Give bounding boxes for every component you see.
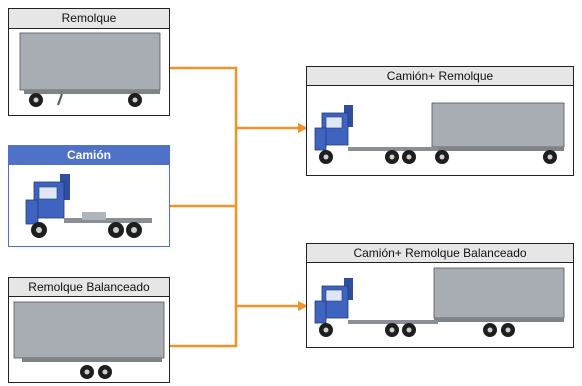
card-title-camion-remolque: Camión+ Remolque bbox=[306, 66, 574, 86]
truck-with-balanced-trailer-illustration bbox=[314, 267, 565, 337]
truck-illustration bbox=[25, 174, 152, 238]
trailer-illustration bbox=[19, 32, 161, 107]
card-title-camion: Camión bbox=[8, 145, 170, 165]
arrowhead-camion-remolque-balanceado bbox=[298, 301, 308, 311]
card-title-camion-remolque-balanceado: Camión+ Remolque Balanceado bbox=[306, 243, 574, 263]
arrowhead-camion-remolque bbox=[298, 123, 308, 133]
card-title-remolque: Remolque bbox=[8, 8, 170, 29]
truck-with-trailer-illustration bbox=[314, 102, 565, 164]
balanced-trailer-illustration bbox=[13, 301, 165, 379]
card-title-remolque-balanceado: Remolque Balanceado bbox=[8, 277, 170, 297]
